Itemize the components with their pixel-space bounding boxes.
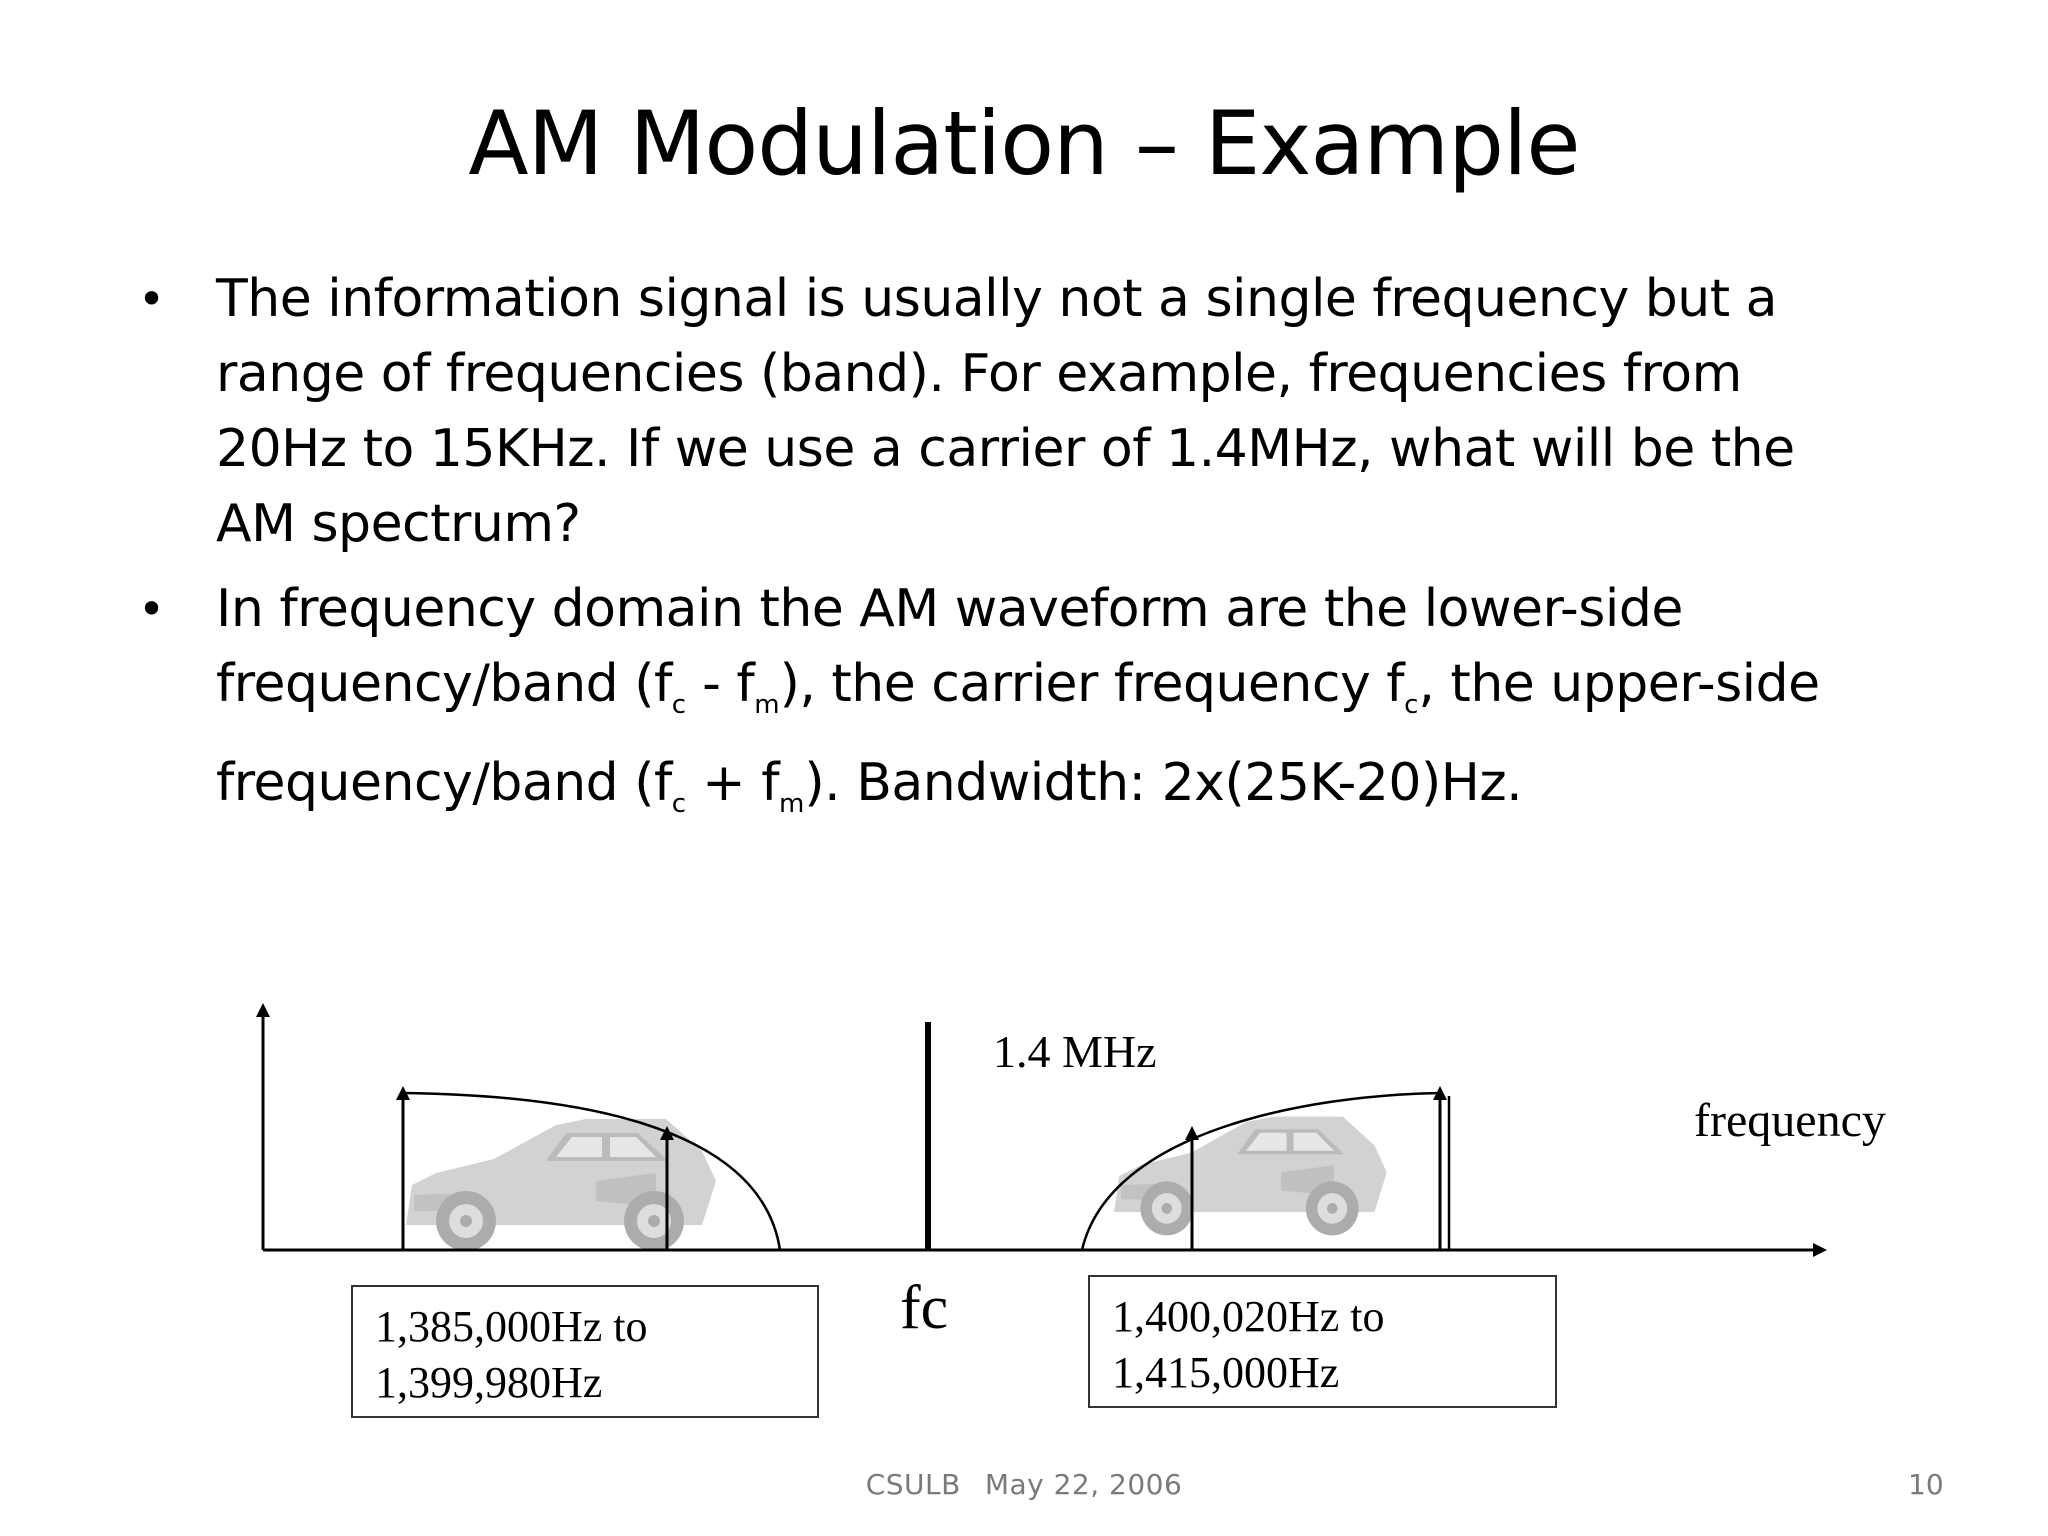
bullet-list: • The information signal is usually not …	[138, 262, 1998, 844]
bullet-2-line-1: In frequency domain the AM waveform are …	[216, 579, 1683, 639]
slide-title: AM Modulation – Example	[468, 92, 1580, 195]
text-segment: frequency/band (f	[216, 753, 672, 813]
text-segment: ), the carrier frequency f	[779, 654, 1405, 714]
text-segment: , the upper-side	[1418, 654, 1820, 714]
bullet-dot-icon: •	[138, 582, 165, 636]
frequency-axis-label: frequency	[1694, 1094, 1886, 1147]
bullet-dot-icon: •	[138, 272, 165, 326]
subscript-c: c	[671, 690, 687, 720]
spectrum-drawing	[256, 1003, 1827, 1257]
subscript-m: m	[754, 690, 780, 720]
bullet-1-line-1: The information signal is usually not a …	[216, 269, 1778, 329]
carrier-frequency-label: 1.4 MHz	[993, 1026, 1157, 1077]
car-icon	[406, 1119, 716, 1251]
car-left-image	[406, 1119, 716, 1251]
lower-band-line-1: 1,385,000Hz to	[375, 1302, 648, 1351]
bullet-1-line-2: range of frequencies (band). For example…	[216, 344, 1742, 404]
bullet-2-line-2: frequency/band (fc - fm), the carrier fr…	[216, 647, 1998, 743]
upper-band-line-2: 1,415,000Hz	[1112, 1348, 1340, 1397]
upper-band-box: 1,400,020Hz to 1,415,000Hz	[1088, 1275, 1557, 1408]
subscript-c: c	[671, 789, 687, 819]
footer-org: CSULB	[865, 1468, 961, 1501]
subscript-c: c	[1404, 690, 1419, 720]
subscript-m: m	[779, 789, 805, 819]
slide-footer: CSULB May 22, 2006	[0, 1468, 2048, 1501]
am-spectrum-diagram: 1.4 MHz frequency fc 1,385,000Hz to 1,39…	[0, 980, 2048, 1440]
car-icon	[1114, 1116, 1387, 1236]
lower-band-box: 1,385,000Hz to 1,399,980Hz	[351, 1285, 819, 1418]
upper-sideband-curve	[1080, 1091, 1441, 1251]
lower-band-line-2: 1,399,980Hz	[375, 1358, 603, 1407]
page-number: 10	[1908, 1468, 1944, 1501]
lower-sideband-curve	[402, 1091, 782, 1251]
bullet-1-line-3: 20Hz to 15KHz. If we use a carrier of 1.…	[216, 419, 1795, 479]
text-segment: - f	[686, 654, 755, 714]
bullet-2-line-3: frequency/band (fc + fm). Bandwidth: 2x(…	[216, 743, 1998, 844]
footer-date: May 22, 2006	[984, 1468, 1183, 1501]
bullet-item-2: • In frequency domain the AM waveform ar…	[138, 572, 1998, 844]
carrier-symbol-label: fc	[900, 1274, 949, 1342]
bullet-1-line-4: AM spectrum?	[216, 494, 581, 554]
upper-band-line-1: 1,400,020Hz to	[1112, 1292, 1385, 1341]
text-segment: ). Bandwidth: 2x(25K-20)Hz.	[804, 753, 1523, 813]
bullet-item-1: • The information signal is usually not …	[138, 262, 1998, 562]
text-segment: frequency/band (f	[216, 654, 672, 714]
car-right-image	[1114, 1116, 1387, 1236]
text-segment: + f	[686, 753, 780, 813]
